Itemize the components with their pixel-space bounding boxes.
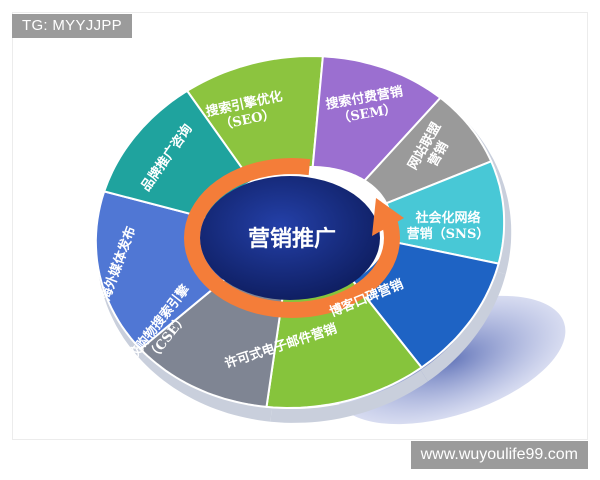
watermark-top: TG: MYYJJPP — [12, 14, 132, 38]
segment-label-sns: 社会化网络营销（SNS） — [407, 210, 490, 242]
wheel-edge-cse — [142, 352, 272, 422]
center-disc — [200, 176, 380, 300]
cycle-arrow-icon — [183, 157, 404, 319]
center-label: 营销推广 — [248, 226, 336, 252]
watermark-bottom: www.wuyoulife99.com — [410, 441, 588, 469]
wheel-edge-email — [270, 370, 428, 423]
wheel-edge-sns — [487, 168, 512, 275]
